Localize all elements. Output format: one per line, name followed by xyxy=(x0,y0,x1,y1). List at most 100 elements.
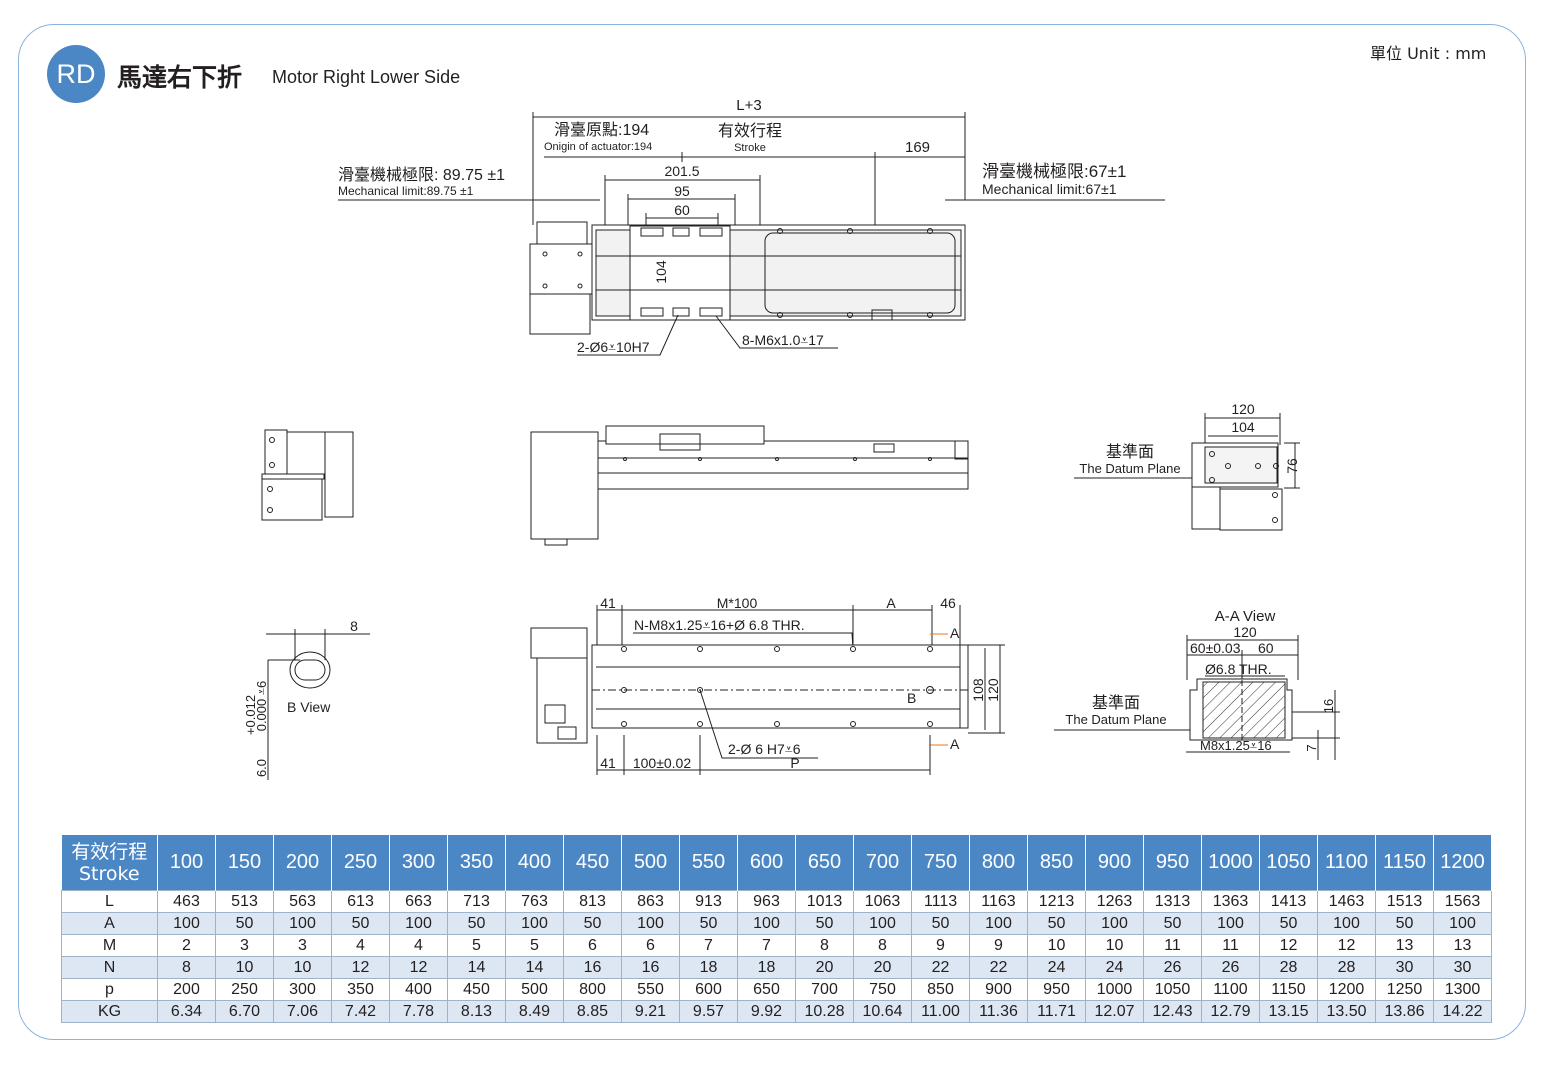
table-cell: 400 xyxy=(389,978,448,1001)
aa-dim-60b: 60 xyxy=(1258,640,1274,656)
end-datum-zh: 基準面 xyxy=(1106,443,1154,461)
table-cell: 800 xyxy=(563,978,622,1001)
table-cell: 913 xyxy=(679,890,738,913)
stroke-header: 有效行程 Stroke xyxy=(61,835,158,891)
section-mark-a-top: A xyxy=(950,625,960,641)
bottom-view-labels: 41 M*100 A 46 N-M8x1.25⩡16+Ø 6.8 THR. A … xyxy=(600,595,1001,771)
table-cell: 4 xyxy=(331,934,390,957)
table-cell: 563 xyxy=(273,890,332,913)
end-datum-en: The Datum Plane xyxy=(1079,461,1180,476)
stroke-column-header: 150 xyxy=(215,835,274,891)
table-cell: 22 xyxy=(911,956,970,979)
table-cell: 1113 xyxy=(911,890,970,913)
table-cell: 450 xyxy=(447,978,506,1001)
row-label: p xyxy=(61,978,158,1001)
table-cell: 700 xyxy=(795,978,854,1001)
table-cell: 750 xyxy=(853,978,912,1001)
table-cell: 13 xyxy=(1433,934,1492,957)
table-cell: 26 xyxy=(1201,956,1260,979)
stroke-column-header: 1150 xyxy=(1375,835,1434,891)
table-cell: 763 xyxy=(505,890,564,913)
table-cell: 50 xyxy=(1027,912,1086,935)
table-cell: 2 xyxy=(157,934,216,957)
stroke-column-header: 450 xyxy=(563,835,622,891)
bot-note-holes: N-M8x1.25⩡16+Ø 6.8 THR. xyxy=(634,617,805,633)
bview-dia: 6.0 xyxy=(254,759,269,777)
table-cell: 12 xyxy=(389,956,448,979)
table-cell: 50 xyxy=(331,912,390,935)
end-dim-120: 120 xyxy=(1231,401,1255,417)
table-cell: 9.57 xyxy=(679,1000,738,1023)
table-cell: 10.28 xyxy=(795,1000,854,1023)
table-cell: 3 xyxy=(215,934,274,957)
b-view xyxy=(266,629,370,780)
table-cell: 650 xyxy=(737,978,796,1001)
bview-label: B View xyxy=(287,699,331,715)
table-cell: 550 xyxy=(621,978,680,1001)
dim-169: 169 xyxy=(905,139,930,156)
bot-note-pin: 2-Ø 6 H7⩡6 xyxy=(728,741,801,757)
table-cell: 1100 xyxy=(1201,978,1260,1001)
section-mark-a-bottom: A xyxy=(950,736,960,752)
dim-60: 60 xyxy=(674,202,690,218)
table-cell: 9 xyxy=(969,934,1028,957)
aa-note-thr: Ø6.8 THR. xyxy=(1205,661,1272,677)
bview-dim-8: 8 xyxy=(350,618,358,634)
table-cell: 1063 xyxy=(853,890,912,913)
table-cell: 7.78 xyxy=(389,1000,448,1023)
bview-tol-top: +0.012 xyxy=(243,695,258,735)
stroke-column-header: 500 xyxy=(621,835,680,891)
table-cell: 1250 xyxy=(1375,978,1434,1001)
table-cell: 10 xyxy=(215,956,274,979)
table-cell: 10 xyxy=(273,956,332,979)
table-cell: 28 xyxy=(1317,956,1376,979)
table-cell: 7 xyxy=(679,934,738,957)
table-cell: 8 xyxy=(157,956,216,979)
table-cell: 50 xyxy=(795,912,854,935)
side-view xyxy=(530,425,969,546)
table-cell: 100 xyxy=(1433,912,1492,935)
table-cell: 463 xyxy=(157,890,216,913)
table-cell: 100 xyxy=(157,912,216,935)
bottom-view xyxy=(530,605,1005,775)
table-cell: 18 xyxy=(679,956,738,979)
table-cell: 1050 xyxy=(1143,978,1202,1001)
dim-95: 95 xyxy=(674,183,690,199)
stroke-column-header: 250 xyxy=(331,835,390,891)
stroke-column-header: 100 xyxy=(157,835,216,891)
table-cell: 6 xyxy=(563,934,622,957)
aa-dim-16: 16 xyxy=(1321,699,1336,713)
row-label: N xyxy=(61,956,158,979)
top-view-labels: L+3 滑臺原點:194 Onigin of actuator:194 有效行程… xyxy=(338,97,1126,355)
mech-right-zh: 滑臺機械極限:67±1 xyxy=(982,162,1126,181)
table-cell: 12.43 xyxy=(1143,1000,1202,1023)
table-cell: 3 xyxy=(273,934,332,957)
table-cell: 100 xyxy=(853,912,912,935)
dim-104: 104 xyxy=(653,260,669,284)
table-cell: 513 xyxy=(215,890,274,913)
bot-dim-41: 41 xyxy=(600,595,616,611)
table-cell: 863 xyxy=(621,890,680,913)
end-view-labels: 120 104 76 基準面 The Datum Plane xyxy=(1079,401,1300,476)
table-cell: 963 xyxy=(737,890,796,913)
end-dim-76: 76 xyxy=(1284,458,1300,474)
b-view-labels: 8 B View +0.012 0.000 ⩡6 6.0 xyxy=(243,618,358,777)
table-cell: 7 xyxy=(737,934,796,957)
table-cell: 10 xyxy=(1027,934,1086,957)
table-cell: 1413 xyxy=(1259,890,1318,913)
table-cell: 50 xyxy=(679,912,738,935)
table-cell: 6.34 xyxy=(157,1000,216,1023)
aa-dim-7: 7 xyxy=(1304,744,1319,751)
table-cell: 1513 xyxy=(1375,890,1434,913)
table-cell: 50 xyxy=(1375,912,1434,935)
mech-left-zh: 滑臺機械極限: 89.75 ±1 xyxy=(338,166,505,184)
row-label: KG xyxy=(61,1000,158,1023)
table-cell: 6.70 xyxy=(215,1000,274,1023)
row-label: A xyxy=(61,912,158,935)
bot-dim-120: 120 xyxy=(985,678,1001,702)
